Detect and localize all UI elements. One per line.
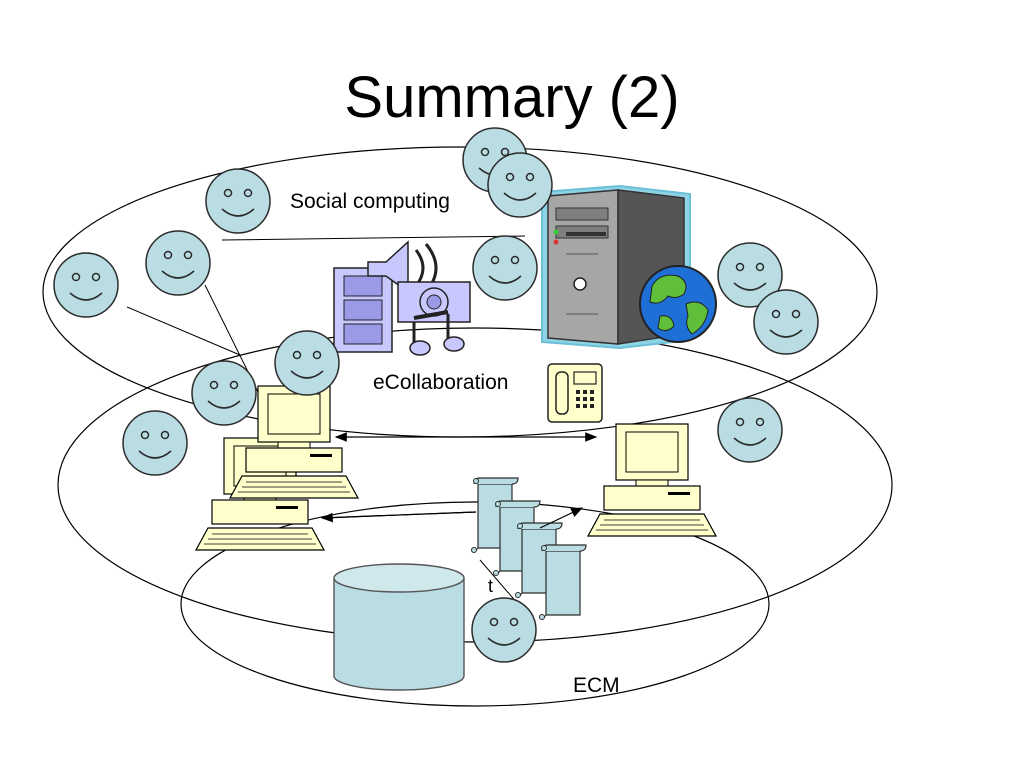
connector-line: [479, 559, 519, 605]
desktop-computer-icon: [587, 423, 717, 537]
smiley-face-icon: [487, 152, 553, 218]
smiley-face-icon: [471, 597, 537, 663]
media-clipart-icon: [333, 240, 471, 356]
smiley-face-icon: [717, 397, 783, 463]
database-cylinder-icon: [333, 563, 465, 691]
smiley-face-icon: [472, 235, 538, 301]
smiley-face-icon: [53, 252, 119, 318]
smiley-face-icon: [753, 289, 819, 355]
smiley-face-icon: [122, 410, 188, 476]
workflow-marker-label: t: [488, 576, 493, 596]
ecm-ellipse: [180, 501, 770, 707]
smiley-face-icon: [191, 360, 257, 426]
arrow: [539, 507, 584, 529]
connector-line: [126, 306, 241, 356]
telephone-icon: [547, 363, 603, 423]
globe-icon: [639, 265, 717, 343]
smiley-face-icon: [205, 168, 271, 234]
slide-title: Summary (2): [344, 65, 680, 130]
ecm-label: ECM: [573, 674, 620, 697]
ecollaboration-label: eCollaboration: [373, 371, 508, 394]
social-computing-label: Social computing: [290, 190, 450, 213]
arrow: [321, 511, 477, 519]
smiley-face-icon: [274, 330, 340, 396]
document-scroll-icon: [538, 544, 587, 621]
smiley-face-icon: [145, 230, 211, 296]
connector-line: [221, 235, 526, 241]
